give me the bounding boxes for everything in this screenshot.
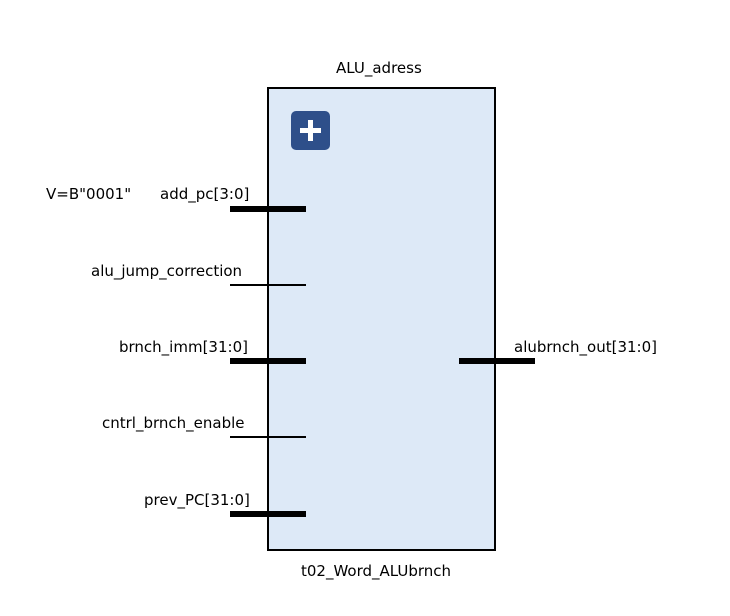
module-name: t02_Word_ALUbrnch xyxy=(301,562,452,580)
input-port-label-brnch-imm: brnch_imm[31:0] xyxy=(119,338,248,356)
module-block[interactable] xyxy=(267,87,496,551)
input-port-label-prev-pc: prev_PC[31:0] xyxy=(144,491,250,509)
input-pin-brnch-imm[interactable] xyxy=(230,358,306,364)
input-pin-alu-jump-correction[interactable] xyxy=(230,284,306,286)
output-pin-alubrnch-out[interactable] xyxy=(459,358,535,364)
input-pin-cntrl-brnch-enable[interactable] xyxy=(230,436,306,438)
input-port-label-cntrl-brnch-enable: cntrl_brnch_enable xyxy=(102,414,245,432)
input-port-label-add-pc: add_pc[3:0] xyxy=(160,185,250,203)
input-port-label-alu-jump-correction: alu_jump_correction xyxy=(91,262,243,280)
input-pin-prev-pc[interactable] xyxy=(230,511,306,517)
constant-value: V=B"0001" xyxy=(46,185,132,203)
output-port-label-alubrnch-out: alubrnch_out[31:0] xyxy=(514,338,658,356)
input-pin-add-pc[interactable] xyxy=(230,206,306,212)
instance-name: ALU_adress xyxy=(336,59,422,77)
plus-icon[interactable] xyxy=(291,111,330,150)
